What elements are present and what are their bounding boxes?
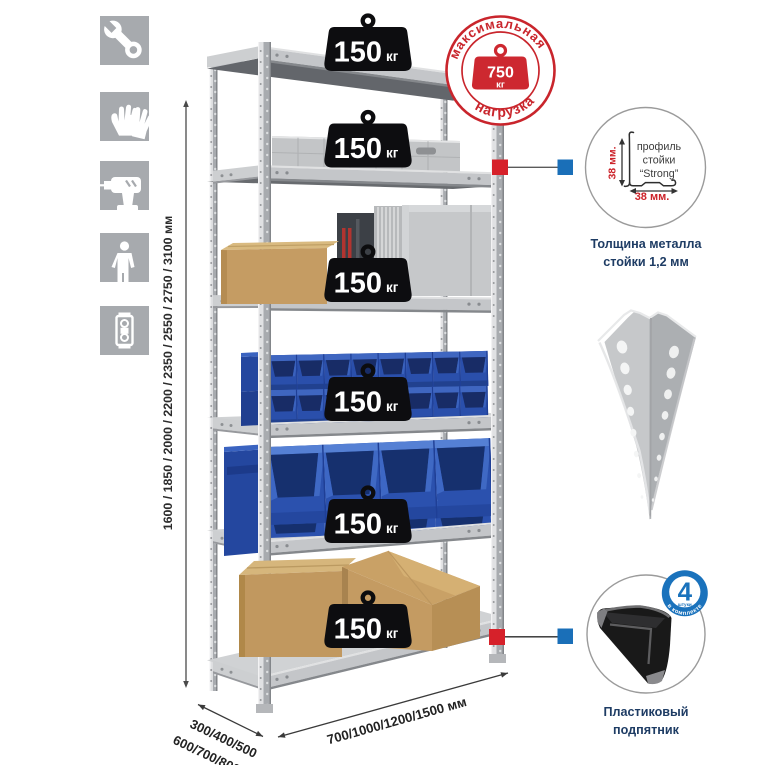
svg-text:стойки 1,2 мм: стойки 1,2 мм xyxy=(603,255,689,269)
svg-text:Пластиковый: Пластиковый xyxy=(603,705,688,719)
svg-text:38 мм.: 38 мм. xyxy=(607,146,619,179)
svg-text:профиль: профиль xyxy=(637,141,682,153)
svg-text:1600 / 1850 / 2000 / 2200 / 23: 1600 / 1850 / 2000 / 2200 / 2350 / 2550 … xyxy=(161,216,175,531)
svg-text:стойки: стойки xyxy=(643,155,676,167)
svg-text:750: 750 xyxy=(487,65,514,82)
svg-text:подпятник: подпятник xyxy=(613,723,680,737)
svg-text:кг: кг xyxy=(496,80,505,91)
svg-text:штуки: штуки xyxy=(678,602,692,607)
svg-text:38 мм.: 38 мм. xyxy=(635,191,670,203)
svg-text:4: 4 xyxy=(678,577,693,607)
svg-text:700/1000/1200/1500 мм: 700/1000/1200/1500 мм xyxy=(325,694,468,747)
svg-text:“Strong”: “Strong” xyxy=(640,168,679,180)
svg-text:Толщина металла: Толщина металла xyxy=(590,237,702,251)
